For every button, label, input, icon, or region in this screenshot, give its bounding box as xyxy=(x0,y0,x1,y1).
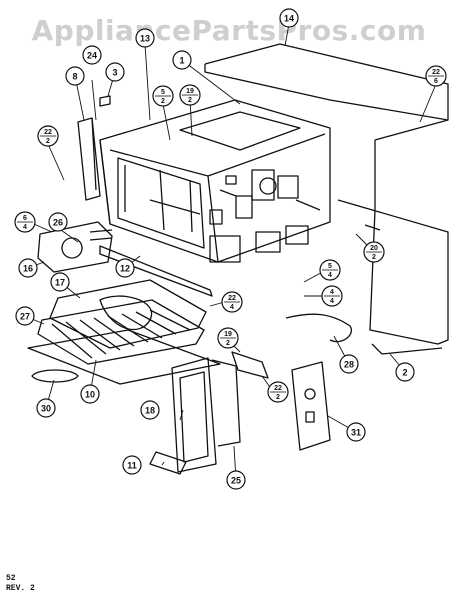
svg-text:22: 22 xyxy=(274,385,282,392)
callout-31: 31 xyxy=(346,422,366,442)
callout-12: 12 xyxy=(115,258,135,278)
svg-text:18: 18 xyxy=(145,406,155,416)
callout-3: 3 xyxy=(105,62,125,82)
latch-part xyxy=(99,95,111,107)
svg-text:25: 25 xyxy=(231,476,241,486)
svg-text:11: 11 xyxy=(127,461,137,471)
callout-2: 2 xyxy=(395,362,415,382)
callout-24: 24 xyxy=(82,45,102,65)
svg-text:6: 6 xyxy=(23,215,27,222)
callout-22-2-left: 222 xyxy=(37,125,59,147)
callout-18: 18 xyxy=(140,400,160,420)
callout-25: 25 xyxy=(226,470,246,490)
callout-30: 30 xyxy=(36,398,56,418)
svg-text:24: 24 xyxy=(87,51,97,61)
lamp-part xyxy=(31,369,79,383)
callout-22-2-lower: 222 xyxy=(267,381,289,403)
svg-text:8: 8 xyxy=(72,72,77,82)
svg-text:4: 4 xyxy=(330,298,334,305)
svg-text:22: 22 xyxy=(432,69,440,76)
callout-27: 27 xyxy=(15,306,35,326)
revision-label: REV. 2 xyxy=(6,584,35,593)
svg-text:26: 26 xyxy=(53,218,63,228)
callout-5-2: 52 xyxy=(152,85,174,107)
svg-text:22: 22 xyxy=(44,129,52,136)
outer-cabinet-part xyxy=(204,43,449,355)
callouts: 14 13 24 1 3 8 26 16 12 17 27 10 30 18 1… xyxy=(15,8,415,490)
svg-text:6: 6 xyxy=(434,78,438,85)
svg-text:4: 4 xyxy=(23,224,27,231)
svg-text:2: 2 xyxy=(372,254,376,261)
rack-part xyxy=(37,299,205,365)
svg-text:31: 31 xyxy=(351,428,361,438)
svg-text:27: 27 xyxy=(20,312,30,322)
page-number: 52 xyxy=(6,574,16,583)
svg-text:4: 4 xyxy=(230,304,234,311)
callout-22-6: 226 xyxy=(425,65,447,87)
svg-text:17: 17 xyxy=(55,278,65,288)
svg-text:2: 2 xyxy=(276,394,280,401)
svg-text:12: 12 xyxy=(120,264,130,274)
svg-text:16: 16 xyxy=(23,264,33,274)
callout-5-4: 54 xyxy=(319,259,341,281)
callout-20-2: 202 xyxy=(363,241,385,263)
svg-text:10: 10 xyxy=(85,390,95,400)
callout-19-2-lower: 192 xyxy=(217,327,239,349)
callout-26: 26 xyxy=(48,212,68,232)
svg-text:19: 19 xyxy=(224,331,232,338)
callout-17: 17 xyxy=(50,272,70,292)
callout-16: 16 xyxy=(18,258,38,278)
fraction-callouts: 226 52 192 222 64 202 54 44 224 192 222 xyxy=(14,65,447,403)
spacer-part xyxy=(149,451,187,475)
svg-text:2: 2 xyxy=(402,368,407,378)
callout-10: 10 xyxy=(80,384,100,404)
svg-text:2: 2 xyxy=(188,97,192,104)
door-panel-part xyxy=(171,357,217,473)
callout-19-2: 192 xyxy=(179,84,201,106)
svg-text:3: 3 xyxy=(112,68,117,78)
callout-1: 1 xyxy=(172,50,192,70)
oven-cavity-part xyxy=(99,99,331,263)
callout-28: 28 xyxy=(339,354,359,374)
wire-harness-part xyxy=(285,313,353,343)
bottom-rail-part xyxy=(99,245,213,297)
svg-text:4: 4 xyxy=(330,289,334,296)
svg-text:14: 14 xyxy=(284,14,294,24)
callout-6-4: 64 xyxy=(14,211,36,233)
callout-8: 8 xyxy=(65,66,85,86)
callout-11: 11 xyxy=(122,455,142,475)
svg-text:22: 22 xyxy=(228,295,236,302)
svg-text:2: 2 xyxy=(161,98,165,105)
svg-text:5: 5 xyxy=(161,89,165,96)
svg-text:20: 20 xyxy=(370,245,378,252)
base-plate-part xyxy=(27,329,221,385)
svg-text:1: 1 xyxy=(179,56,184,66)
svg-text:19: 19 xyxy=(186,88,194,95)
svg-text:28: 28 xyxy=(344,360,354,370)
internal-components xyxy=(209,169,321,263)
watermark: AppliancePartsPros.com xyxy=(31,14,427,47)
callout-13: 13 xyxy=(135,28,155,48)
callout-22-4: 224 xyxy=(221,291,243,313)
svg-text:4: 4 xyxy=(328,272,332,279)
svg-text:5: 5 xyxy=(328,263,332,270)
svg-text:2: 2 xyxy=(46,138,50,145)
callout-4-4: 44 xyxy=(321,285,343,307)
control-panel-part xyxy=(291,361,331,451)
callout-14: 14 xyxy=(279,8,299,28)
svg-text:2: 2 xyxy=(226,340,230,347)
hinge-bracket-part xyxy=(77,117,101,201)
latch-assembly-part xyxy=(37,221,113,273)
svg-text:30: 30 xyxy=(41,404,51,414)
svg-text:13: 13 xyxy=(140,34,150,44)
